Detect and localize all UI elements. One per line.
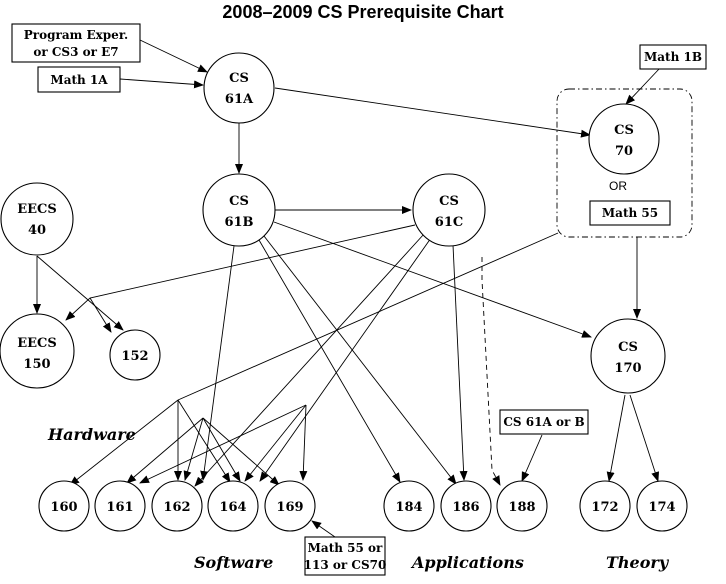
node-cs70-line1: CS [614, 123, 634, 138]
node-172: 172 [579, 480, 631, 532]
edge-hub-c-164 [202, 417, 241, 482]
prerequisite-boxes: Program Exper. or CS3 or E7 Math 1A Math… [11, 23, 707, 576]
edge-hub-c-161 [126, 417, 204, 484]
edge-61c-162 [194, 233, 425, 487]
edge-61b-184 [258, 239, 401, 483]
edge-hub-d-169 [299, 404, 308, 481]
edge-hub-164 [177, 399, 231, 483]
edge-hub-d-161 [139, 404, 307, 484]
edge-61c-164 [259, 237, 432, 482]
node-cs170-line1: CS [618, 340, 638, 355]
chart-title: 2008–2009 CS Prerequisite Chart [222, 2, 503, 22]
node-cs170-line2: 170 [614, 361, 641, 376]
or-label: OR [609, 179, 627, 193]
node-188-label: 188 [508, 500, 535, 515]
category-software: Software [194, 553, 273, 572]
edges [33, 39, 661, 538]
category-applications: Applications [410, 553, 524, 572]
edge-61c-186 [452, 244, 468, 481]
edge-hub-152 [89, 297, 112, 333]
box-math55-113-line1: Math 55 or [308, 541, 383, 555]
edge-61b-186 [263, 235, 457, 485]
node-eecs150-line1: EECS [17, 336, 57, 351]
node-eecs40-line1: EECS [17, 202, 57, 217]
node-eecs40: EECS 40 [0, 182, 74, 256]
node-cs61c-line1: CS [439, 194, 459, 209]
edge-hub-d-164 [244, 404, 307, 482]
node-172-label: 172 [591, 500, 618, 515]
node-188: 188 [496, 480, 548, 532]
edge-progexper-61a [139, 39, 208, 73]
node-152: 152 [109, 329, 161, 381]
node-cs61a: CS 61A [203, 52, 275, 124]
node-186: 186 [440, 480, 492, 532]
node-160: 160 [38, 480, 90, 532]
category-hardware: Hardware [47, 425, 136, 444]
edge-61b-170 [273, 221, 592, 338]
edge-cs61aorb-188 [521, 434, 543, 482]
edge-61b-162 [200, 245, 235, 481]
node-162: 162 [151, 480, 203, 532]
box-cs61a-or-b: CS 61A or B [499, 409, 589, 435]
node-186-label: 186 [452, 500, 479, 515]
box-math-55: Math 55 [589, 200, 671, 226]
node-eecs150: EECS 150 [0, 313, 75, 389]
edge-math1b-70 [625, 67, 661, 105]
box-math-1a: Math 1A [37, 66, 121, 93]
node-cs61c-line2: 61C [435, 215, 463, 230]
node-cs61a-line1: CS [229, 71, 249, 86]
node-169: 169 [264, 480, 316, 532]
edge-hub-c-169 [202, 417, 280, 486]
node-cs61b: CS 61B [202, 173, 276, 247]
edge-math1a-61a [119, 78, 204, 89]
course-nodes-upper-div: 152 160 161 162 164 169 184 186 [38, 329, 688, 532]
node-161-label: 161 [106, 500, 133, 515]
node-cs70: CS 70 [588, 103, 660, 175]
node-164: 164 [207, 480, 259, 532]
node-174-label: 174 [648, 500, 675, 515]
node-174: 174 [636, 480, 688, 532]
node-cs170: CS 170 [590, 318, 666, 394]
box-program-experience: Program Exper. or CS3 or E7 [11, 23, 141, 63]
course-nodes-major: CS 61A CS 61B CS 61C CS 70 CS 170 EECS 4… [0, 52, 666, 394]
edge-61a-70 [274, 87, 591, 138]
node-cs61c: CS 61C [412, 173, 486, 247]
node-eecs40-line2: 40 [28, 223, 46, 238]
node-169-label: 169 [276, 500, 303, 515]
node-152-label: 152 [121, 349, 148, 364]
box-math-1b: Math 1B [639, 44, 707, 70]
node-161: 161 [94, 480, 146, 532]
node-184-label: 184 [395, 500, 422, 515]
category-theory: Theory [606, 553, 670, 572]
cs70-or-math55-group [556, 88, 693, 238]
node-164-label: 164 [219, 500, 246, 515]
node-eecs150-line2: 150 [23, 357, 50, 372]
node-160-label: 160 [50, 500, 77, 515]
node-cs70-line2: 70 [615, 144, 633, 159]
box-program-experience-line2: or CS3 or E7 [33, 45, 118, 59]
edge-170-172 [606, 394, 626, 482]
edge-hub-160 [69, 399, 179, 486]
edge-40-152 [36, 255, 124, 331]
node-162-label: 162 [163, 500, 190, 515]
box-math-1b-label: Math 1B [644, 50, 702, 64]
edge-170-174 [629, 394, 660, 482]
box-math55-113-line2: 113 or CS70 [304, 558, 387, 572]
node-cs61b-line2: 61B [224, 215, 253, 230]
box-program-experience-line1: Program Exper. [24, 28, 128, 42]
edge-math55-169 [311, 520, 336, 538]
box-cs61a-or-b-label: CS 61A or B [503, 415, 584, 429]
box-math55-113-cs70: Math 55 or 113 or CS70 [304, 536, 387, 576]
edge-61c-188-dashed [481, 257, 501, 486]
box-math-55-label: Math 55 [602, 206, 658, 220]
node-cs61b-line1: CS [229, 194, 249, 209]
node-cs61a-line2: 61A [225, 92, 254, 107]
node-184: 184 [383, 480, 435, 532]
box-math-1a-label: Math 1A [50, 73, 108, 87]
edge-group-hub-b [177, 232, 559, 401]
edge-hub-c-162 [183, 417, 204, 481]
